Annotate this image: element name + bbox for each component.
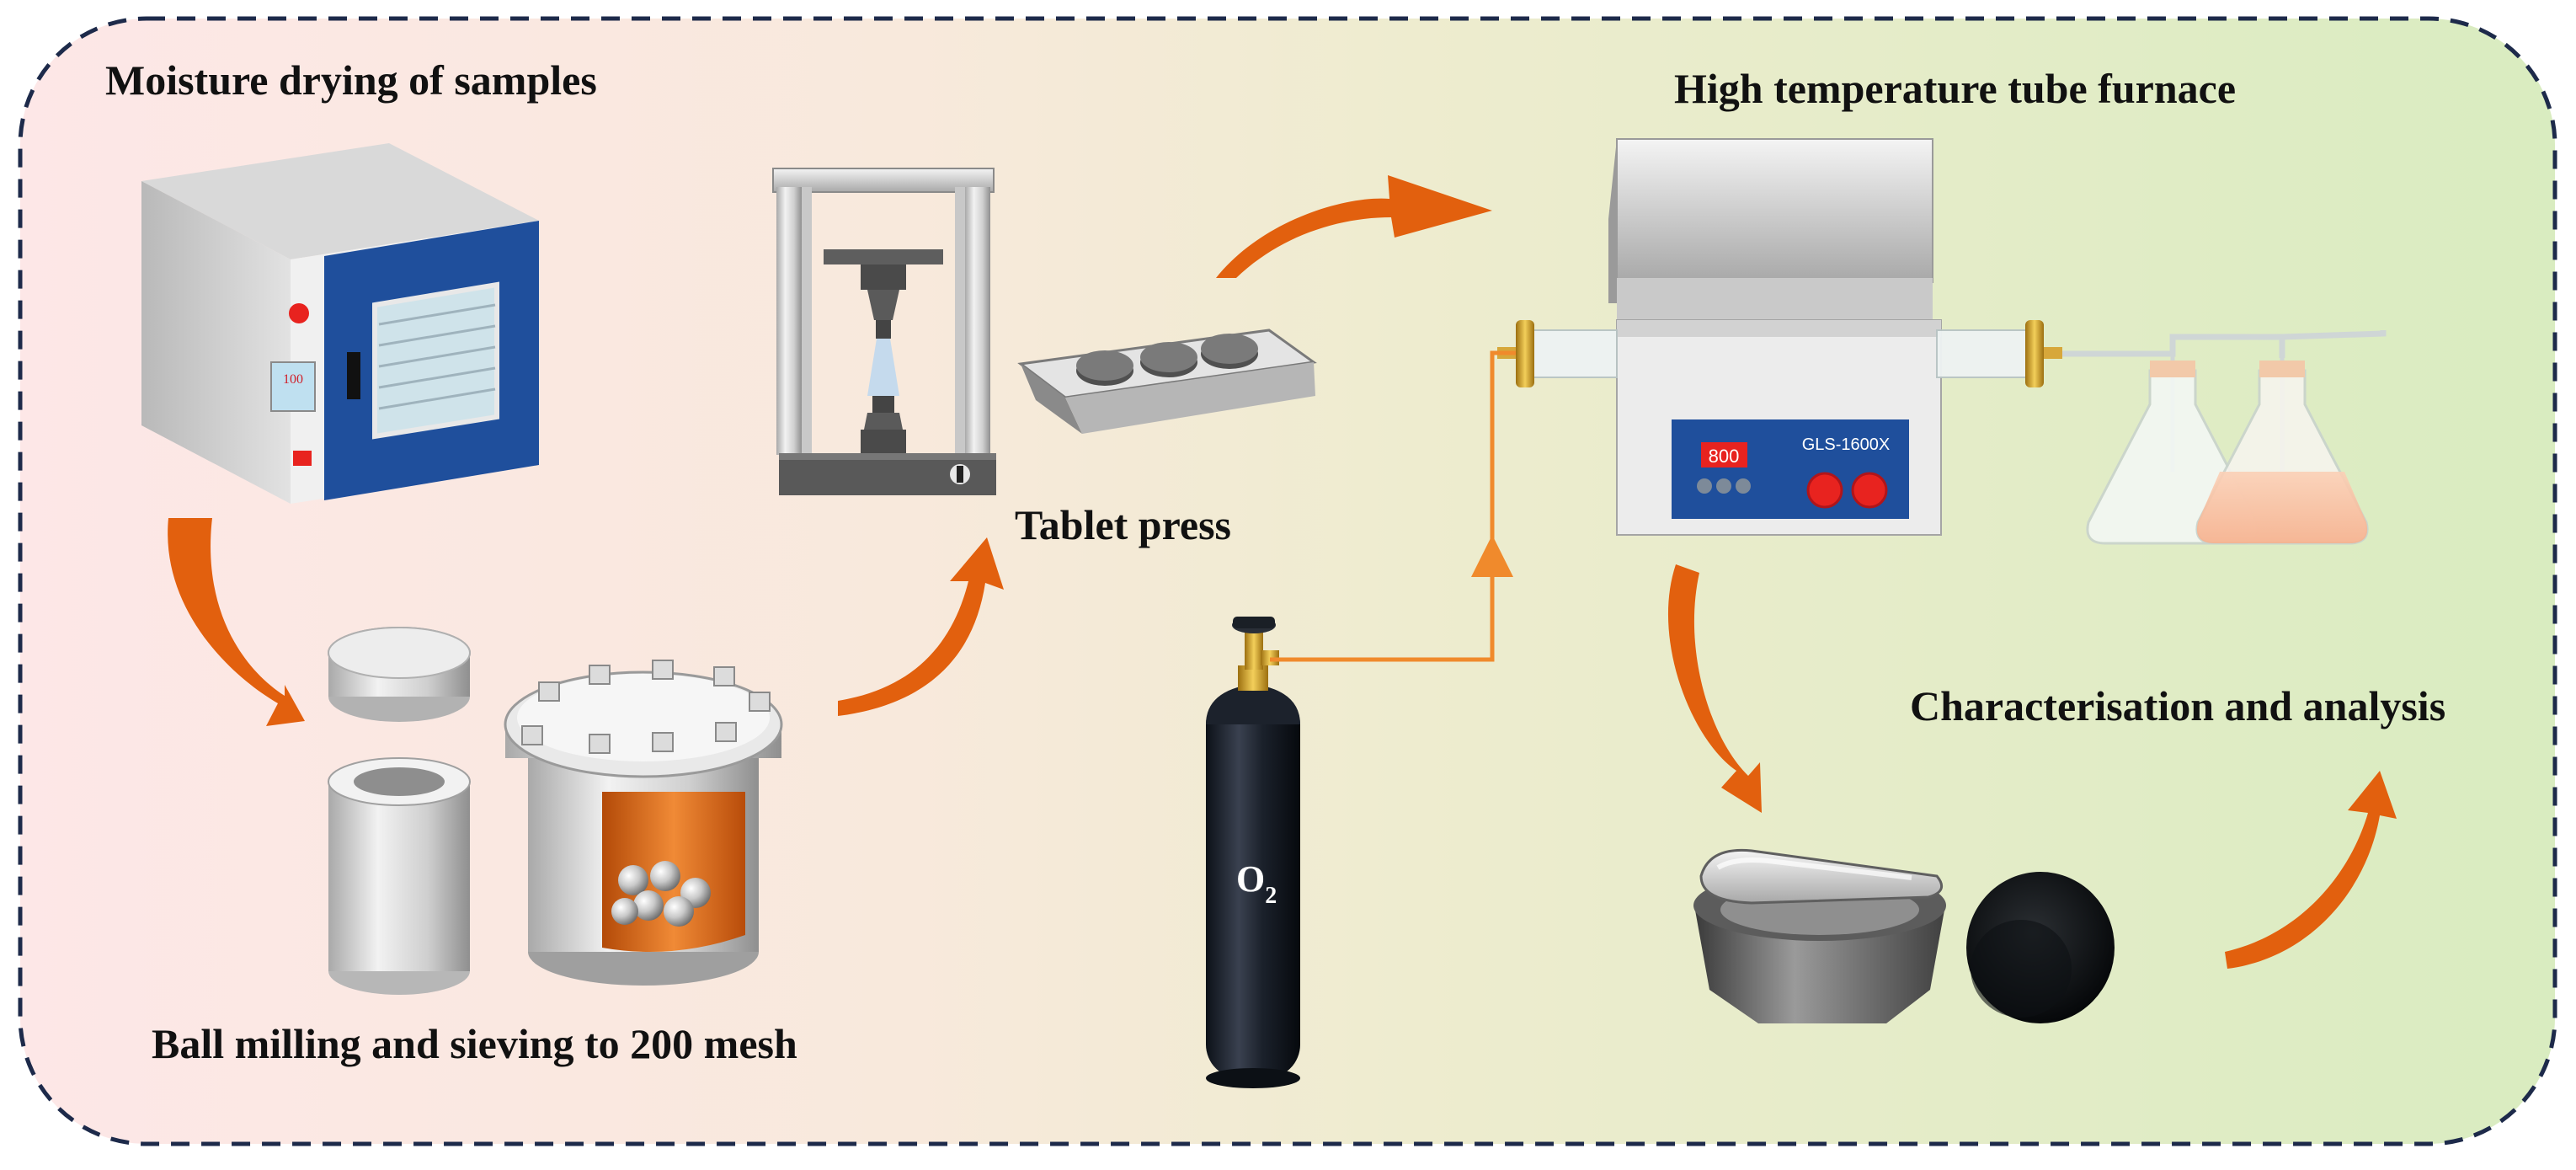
arrow-mill-to-press [838, 537, 1004, 716]
mill-jar-cylinder [328, 757, 471, 995]
ball-mill-vessel [504, 660, 783, 986]
label-tube-furnace: High temperature tube furnace [1674, 65, 2236, 112]
black-powder-sample [1966, 872, 2115, 1023]
mortar-and-pestle [1693, 848, 1946, 1023]
arrow-oven-to-mill [168, 518, 305, 726]
mill-lid [328, 627, 471, 722]
arrow-to-analysis [2225, 771, 2397, 969]
tablet-press-machine [772, 168, 996, 495]
label-characterisation: Characterisation and analysis [1910, 682, 2445, 729]
arrow-press-to-furnace [1216, 175, 1492, 278]
furnace-display-value: 800 [1709, 446, 1740, 467]
label-ball-milling: Ball milling and sieving to 200 mesh [152, 1020, 797, 1067]
tablet-tray [1017, 329, 1317, 434]
arrow-furnace-to-mortar [1667, 564, 1762, 813]
label-tablet-press: Tablet press [1015, 501, 1231, 548]
tube-furnace: 800 GLS-1600X [1497, 138, 2062, 536]
furnace-model-label: GLS-1600X [1802, 435, 1891, 454]
label-moisture-drying: Moisture drying of samples [105, 56, 597, 104]
gas-wash-flasks [2062, 330, 2387, 545]
drying-oven: 100 [141, 143, 539, 504]
oven-display-value: 100 [283, 372, 303, 387]
cylinder-gas-label: O2 [1236, 858, 1277, 909]
gas-supply-line [1270, 350, 1516, 662]
